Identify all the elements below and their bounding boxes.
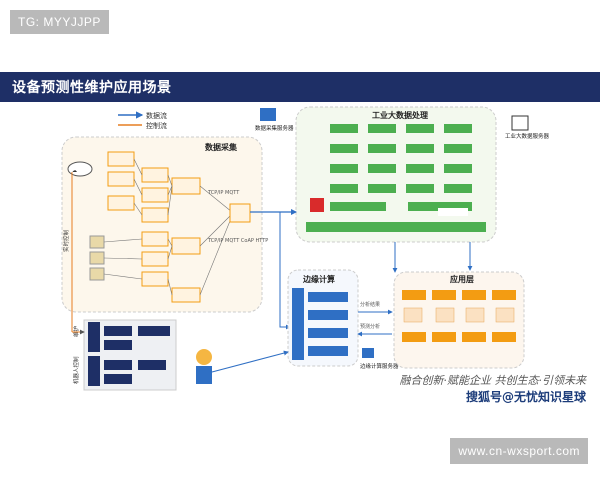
- protocol-label-2: TCP/IP MQTT CoAP HTTP: [207, 238, 268, 244]
- worker-icon: [196, 349, 212, 384]
- cloud-icon: ☁: [67, 161, 93, 177]
- gateway-box-1: [171, 177, 201, 195]
- gateway-box-3: [171, 287, 201, 303]
- collection-server-label: 数据采集服务器: [255, 124, 294, 132]
- slide: 设备预测性维护应用场景 数据流 控制流 数据采集 ☁: [0, 72, 600, 410]
- app-region: [393, 271, 525, 369]
- big-data-server-label: 工业大数据服务器: [505, 132, 550, 140]
- edge-server-icon: 边缘计算服务器: [360, 348, 399, 370]
- footer-credit: 搜狐号@无忧知识星球: [465, 390, 586, 404]
- data-collection-label: 数据采集: [205, 142, 238, 152]
- left-label-c: 机器人控制: [72, 356, 80, 384]
- flow-legend: 数据流 控制流: [118, 111, 167, 130]
- title-banner: 设备预测性维护应用场景: [0, 72, 600, 102]
- big-data-server-icon: 工业大数据服务器: [505, 115, 550, 140]
- gateway-box-2: [171, 237, 201, 255]
- device-box-1: [107, 151, 135, 167]
- device-box-6: [141, 207, 169, 223]
- device-box-9: [141, 271, 169, 287]
- edge-flow-b: 预测分析: [360, 323, 380, 330]
- collection-hub: [229, 203, 251, 223]
- tech-logos: [310, 198, 468, 216]
- protocol-label-1: TCP/IP MQTT: [207, 190, 240, 196]
- left-label-a: 实时控制: [62, 229, 70, 252]
- legend-control-flow: 控制流: [146, 121, 167, 130]
- document-icons: [89, 235, 105, 281]
- slide-title: 设备预测性维护应用场景: [12, 80, 172, 96]
- big-data-label: 工业大数据处理: [372, 110, 428, 120]
- device-box-4: [141, 167, 169, 183]
- collection-server-icon: 数据采集服务器: [255, 108, 294, 132]
- edge-label: 边缘计算: [302, 274, 335, 284]
- device-box-7: [141, 231, 169, 247]
- device-box-2: [107, 171, 135, 187]
- device-box-5: [141, 187, 169, 203]
- legend-data-flow: 数据流: [146, 111, 167, 120]
- device-box-3: [107, 195, 135, 211]
- storage-bar: [306, 222, 486, 232]
- architecture-diagram: 数据流 控制流 数据采集 ☁: [61, 106, 550, 391]
- edge-flow-a: 分析结果: [360, 301, 380, 308]
- left-label-b: 维护: [72, 325, 80, 337]
- edge-server-label: 边缘计算服务器: [360, 362, 399, 370]
- footer-motto: 融合创新·赋能企业 共创生态·引领未来: [399, 374, 587, 387]
- app-label: 应用层: [450, 274, 474, 284]
- device-box-8: [141, 251, 169, 267]
- top-watermark: TG: MYYJJPP: [10, 10, 109, 34]
- bottom-watermark: www.cn-wxsport.com: [450, 438, 588, 464]
- svg-text:☁: ☁: [72, 168, 77, 174]
